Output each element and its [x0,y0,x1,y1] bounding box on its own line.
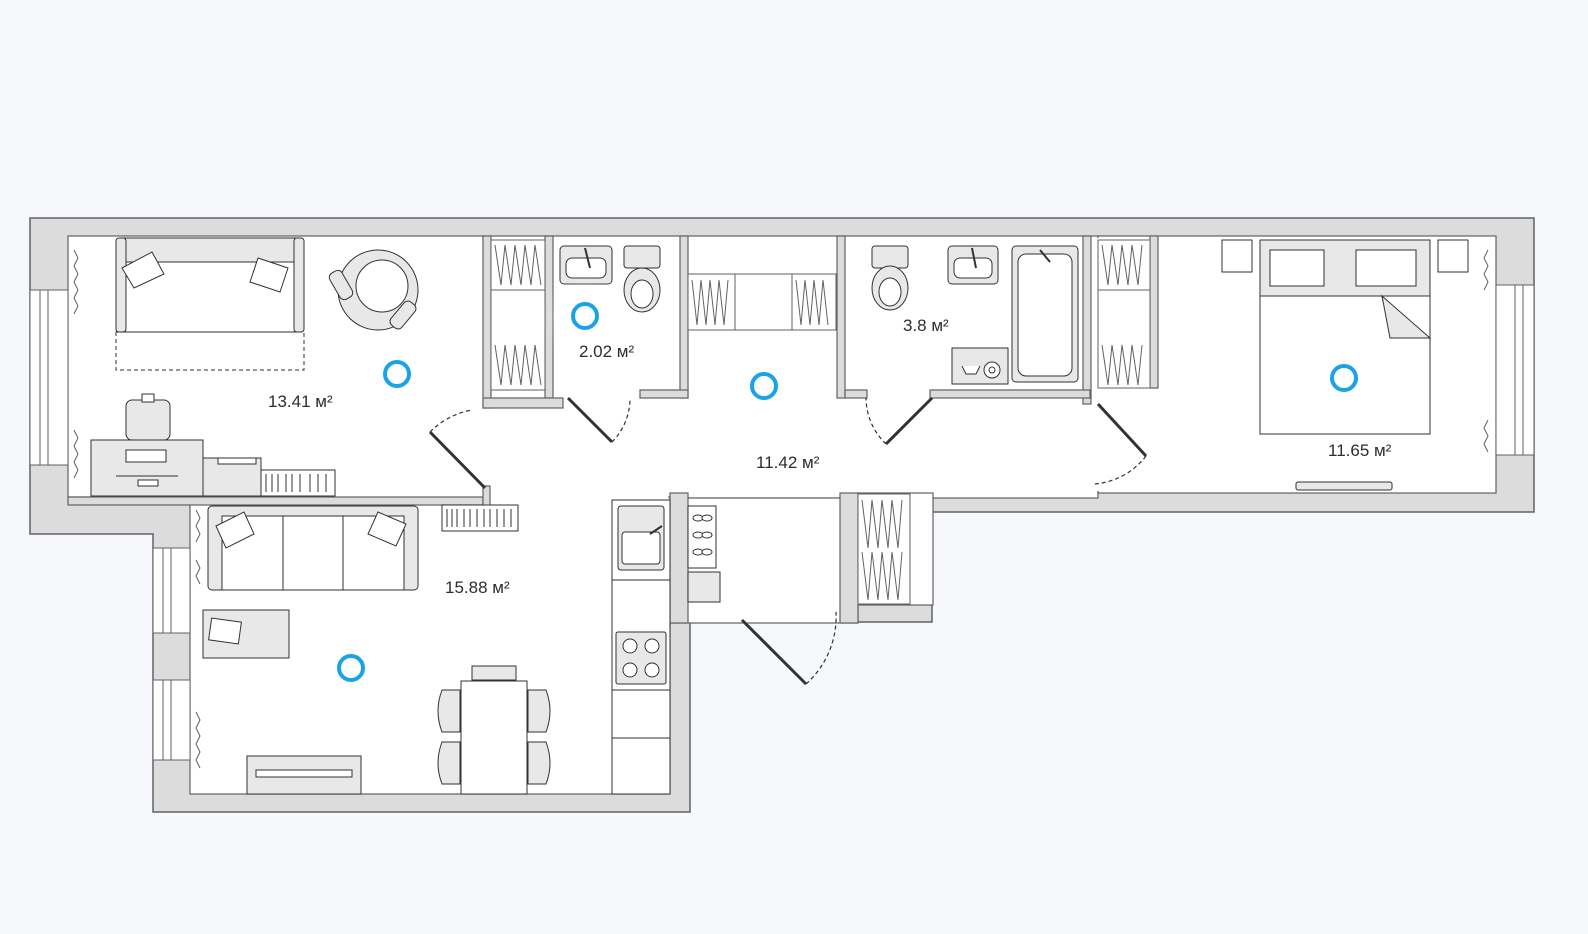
desk [90,393,336,497]
doors [428,396,1148,686]
area-label-bathroom-large: 3.8 м² [903,316,949,335]
toilet-large [871,245,909,311]
area-label-kitchen-living: 15.88 м² [445,578,510,597]
hotspot-bedroom[interactable] [1330,364,1358,392]
hotspot-kitchen-living[interactable] [337,654,365,682]
dining-set [437,665,551,795]
hotspot-hallway[interactable] [750,372,778,400]
tv-bedroom [1295,481,1393,491]
hotspot-bathroom-small[interactable] [571,302,599,330]
coffee-table [202,609,290,659]
bathtub [1011,245,1079,383]
sink-small [559,245,613,285]
sofa-top [115,237,305,371]
armchair [328,249,419,331]
tv-stand [246,755,362,795]
sofa-living [207,505,419,591]
area-label-room-a: 13.41 м² [268,392,333,411]
windows [29,284,1535,761]
bookshelf [441,504,519,532]
washing-machine [951,347,1009,385]
area-label-bathroom-small: 2.02 м² [579,342,635,361]
area-label-bedroom: 11.65 м² [1328,441,1392,460]
kitchen-counter [611,499,671,795]
hotspot-room-a[interactable] [383,360,411,388]
wardrobes [490,239,1151,605]
radiators [73,249,1489,769]
internal-walls [67,235,1159,624]
sink-large [947,245,999,285]
shoe-rack [687,505,721,603]
toilet-small [623,245,661,313]
area-label-hallway: 11.42 м² [756,453,820,472]
